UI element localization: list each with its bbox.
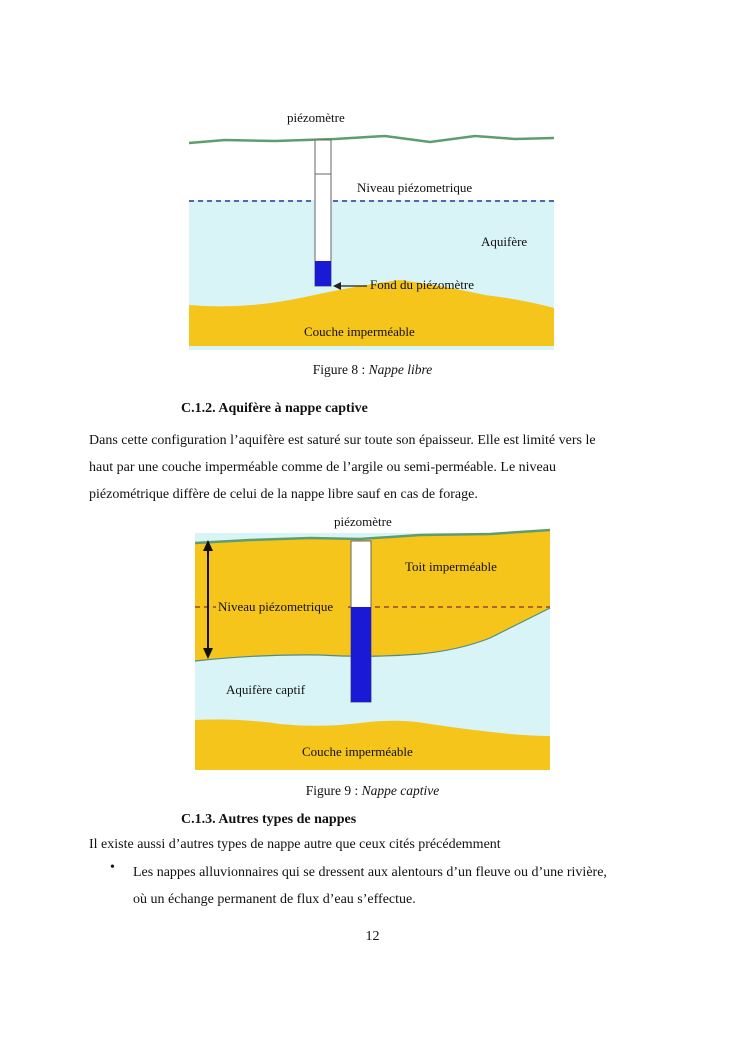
figure-8-diagram: piézomètre Niveau piézometrique Aquifère…: [185, 100, 560, 350]
fig8-label-aquifere: Aquifère: [481, 234, 527, 249]
page-number: 12: [0, 929, 745, 945]
list-item: Les nappes alluvionnaires qui se dressen…: [133, 859, 657, 913]
fig9-label-niveau: Niveau piézometrique: [218, 599, 333, 614]
figure-9-caption-title: Nappe captive: [362, 783, 440, 798]
figure-9-caption-prefix: Figure 9 :: [306, 783, 362, 798]
fig8-label-piezometre: piézomètre: [287, 110, 345, 125]
fig8-label-fond: Fond du piézomètre: [370, 277, 474, 292]
bullet-icon: •: [110, 860, 115, 876]
figure-8-caption-prefix: Figure 8 :: [313, 362, 369, 377]
fig9-label-aquifere: Aquifère captif: [226, 682, 306, 697]
figure-9-diagram: piézomètre Toit imperméable Niveau piézo…: [190, 508, 555, 773]
paragraph-line: piézométrique diffère de celui de la nap…: [89, 481, 657, 508]
piezometer-water: [351, 607, 371, 702]
fig9-label-couche: Couche imperméable: [302, 744, 413, 759]
list-item-line: où un échange permanent de flux d’eau s’…: [133, 886, 657, 913]
fig9-label-piezometre: piézomètre: [334, 514, 392, 529]
section-c12-paragraph: Dans cette configuration l’aquifère est …: [89, 427, 657, 508]
figure-8-caption-title: Nappe libre: [369, 362, 433, 377]
paragraph-line: Dans cette configuration l’aquifère est …: [89, 427, 657, 454]
figure-9-caption: Figure 9 : Nappe captive: [0, 783, 745, 799]
fig9-label-toit: Toit imperméable: [405, 559, 497, 574]
section-heading-c12: C.1.2. Aquifère à nappe captive: [181, 401, 368, 417]
section-heading-c13: C.1.3. Autres types de nappes: [181, 812, 356, 828]
figure-8-caption: Figure 8 : Nappe libre: [0, 362, 745, 378]
ground-surface-line: [189, 136, 554, 143]
list-item-line: Les nappes alluvionnaires qui se dressen…: [133, 859, 657, 886]
fig8-label-couche: Couche imperméable: [304, 324, 415, 339]
piezometer-water: [315, 261, 331, 286]
section-c13-intro: Il existe aussi d’autres types de nappe …: [89, 837, 501, 853]
paragraph-line: haut par une couche imperméable comme de…: [89, 454, 657, 481]
fig8-label-niveau: Niveau piézometrique: [357, 180, 472, 195]
